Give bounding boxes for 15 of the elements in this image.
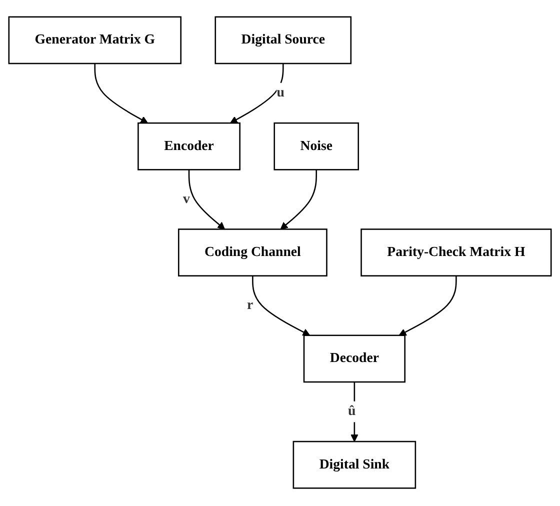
arrow (230, 64, 284, 124)
arrow (94, 64, 148, 124)
arrow (252, 276, 310, 336)
process-box: Digital Source (214, 16, 352, 65)
process-box: Noise (274, 122, 359, 171)
edge-label: û (348, 402, 356, 423)
process-box: Parity-Check Matrix H (360, 229, 552, 277)
process-box: Coding Channel (178, 229, 328, 277)
arrow (188, 170, 226, 230)
arrow (280, 170, 317, 230)
arrow (398, 276, 457, 336)
process-box: Decoder (303, 335, 406, 384)
process-box: Digital Sink (292, 441, 416, 490)
process-box: Generator Matrix G (8, 16, 182, 65)
process-box: Encoder (138, 122, 240, 171)
